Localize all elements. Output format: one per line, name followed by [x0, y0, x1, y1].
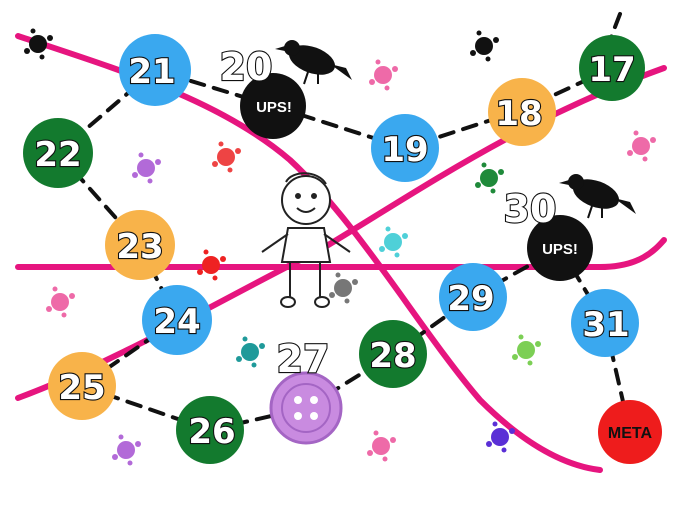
square-23: 23 [105, 210, 175, 280]
square-number: 17 [588, 50, 635, 90]
paint-splat-icon [46, 286, 75, 318]
square-number: 21 [128, 52, 175, 92]
square-29: 29 [439, 263, 507, 331]
square-number: 30 [504, 187, 557, 231]
crow-icon [275, 40, 352, 85]
ups-label: UPS! [542, 241, 578, 258]
square-26: 26 [176, 396, 244, 464]
square-31: 31 [571, 289, 639, 357]
square-number: 25 [58, 368, 105, 408]
paint-splat-icon [132, 152, 161, 184]
ups-label: UPS! [256, 99, 292, 116]
square-number: 22 [34, 135, 81, 175]
square-number: 18 [495, 94, 542, 134]
paint-splat-icon [379, 226, 408, 258]
square-number: 20 [220, 45, 273, 89]
square-27: 27 [269, 336, 343, 445]
paint-splat-icon [512, 334, 541, 366]
paint-splat-icon [197, 249, 226, 281]
square-number: 27 [277, 337, 330, 381]
paint-splat-icon [367, 430, 396, 462]
square-24: 24 [142, 285, 212, 355]
paint-splat-icon [470, 30, 499, 62]
square-number: 19 [381, 130, 428, 170]
pink-line-3 [15, 237, 667, 270]
square-22: 22 [23, 118, 93, 188]
paint-splat-icon [627, 130, 656, 162]
paint-splat-icon [212, 141, 241, 173]
square-28: 28 [359, 320, 427, 388]
finish-label: META [608, 425, 653, 442]
paint-splats [24, 28, 656, 466]
square-30: 30 UPS! [502, 186, 593, 281]
square-number: 28 [369, 336, 416, 376]
paint-splat-icon [236, 336, 265, 368]
square-number: 29 [447, 279, 494, 319]
crow-icon [559, 174, 636, 219]
finish-square: META [598, 400, 662, 464]
paint-splat-icon [369, 59, 398, 91]
paint-splat-icon [486, 421, 515, 453]
square-number: 31 [582, 305, 629, 345]
button-icon [294, 396, 318, 420]
square-19: 19 [371, 114, 439, 182]
square-21: 21 [119, 34, 191, 106]
square-number: 23 [116, 227, 163, 267]
square-20: 20 UPS! [218, 44, 306, 139]
square-25: 25 [48, 352, 116, 420]
square-number: 26 [188, 412, 235, 452]
boy-figure [261, 172, 351, 308]
paint-splat-icon [112, 434, 141, 466]
square-18: 18 [488, 78, 556, 146]
square-17: 17 [579, 35, 645, 101]
square-number: 24 [153, 302, 200, 342]
paint-splat-icon [329, 272, 358, 304]
paint-splat-icon [24, 28, 53, 60]
paint-splat-icon [475, 162, 504, 194]
